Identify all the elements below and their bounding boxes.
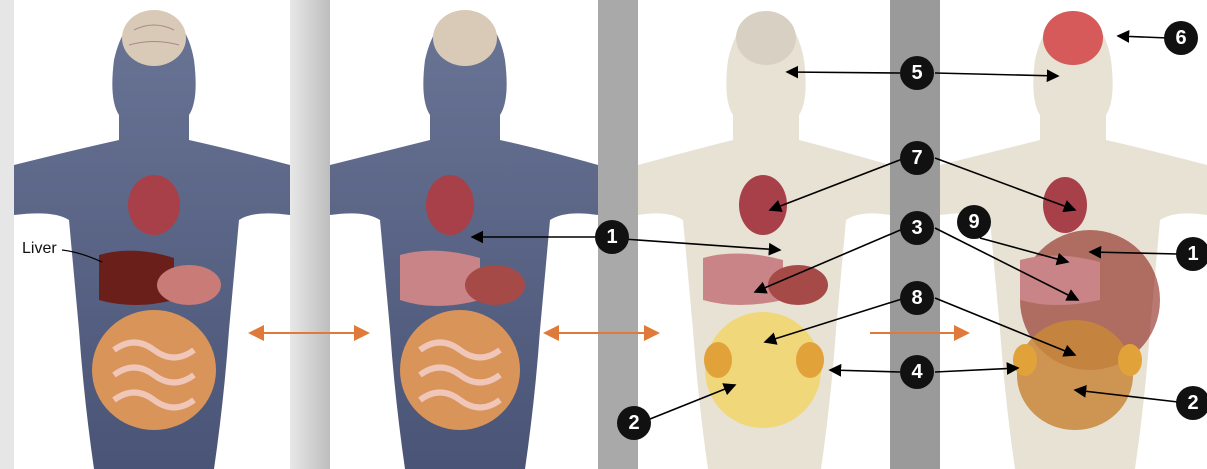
callout-3: 3 [900, 211, 934, 245]
callout-2: 2 [1176, 386, 1207, 420]
liver-pointer [62, 250, 102, 262]
callout-5: 5 [900, 56, 934, 90]
callout-9: 9 [957, 205, 991, 239]
callout-4: 4 [900, 355, 934, 389]
callout-8: 8 [900, 281, 934, 315]
callout-1: 1 [595, 220, 629, 254]
liver-label: Liver [22, 240, 57, 258]
callout-6: 6 [1164, 21, 1198, 55]
callout-1: 1 [1176, 237, 1207, 271]
callout-7: 7 [900, 141, 934, 175]
callout-2: 2 [617, 406, 651, 440]
